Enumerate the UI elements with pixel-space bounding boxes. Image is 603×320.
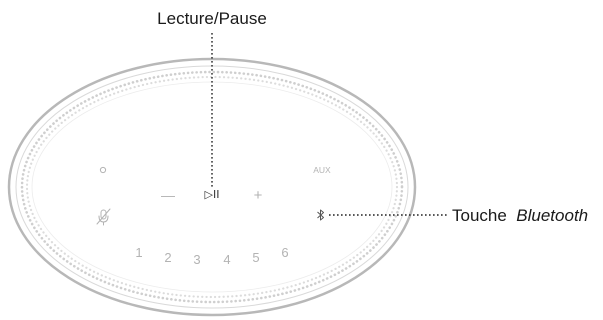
play-pause-callout-label: Lecture/Pause — [157, 9, 267, 28]
speaker-grille-dots-outer — [20, 70, 404, 304]
microphone-off-icon — [96, 208, 111, 226]
play-pause-button[interactable]: ▷II — [205, 188, 220, 201]
bluetooth-button[interactable] — [317, 209, 324, 221]
microphone-off-button[interactable] — [96, 208, 111, 226]
volume-up-button[interactable]: + — [254, 187, 263, 204]
preset-button-6[interactable]: 6 — [281, 245, 288, 260]
bluetooth-callout-label: Touche Bluetooth — [452, 206, 588, 225]
preset-button-1[interactable]: 1 — [135, 245, 142, 260]
aux-button[interactable]: AUX — [313, 165, 331, 175]
preset-buttons: 1 2 3 4 5 6 — [135, 245, 288, 267]
power-icon — [99, 166, 107, 174]
volume-down-button[interactable]: — — [161, 187, 175, 203]
preset-button-2[interactable]: 2 — [164, 250, 171, 265]
bluetooth-callout-prefix: Touche — [452, 206, 512, 225]
preset-button-3[interactable]: 3 — [193, 252, 200, 267]
preset-button-4[interactable]: 4 — [223, 252, 230, 267]
speaker-outer-rim — [7, 57, 417, 317]
bluetooth-callout-name: Bluetooth — [516, 206, 588, 225]
bluetooth-icon — [317, 209, 324, 221]
preset-button-5[interactable]: 5 — [252, 250, 259, 265]
power-button[interactable] — [99, 166, 107, 174]
